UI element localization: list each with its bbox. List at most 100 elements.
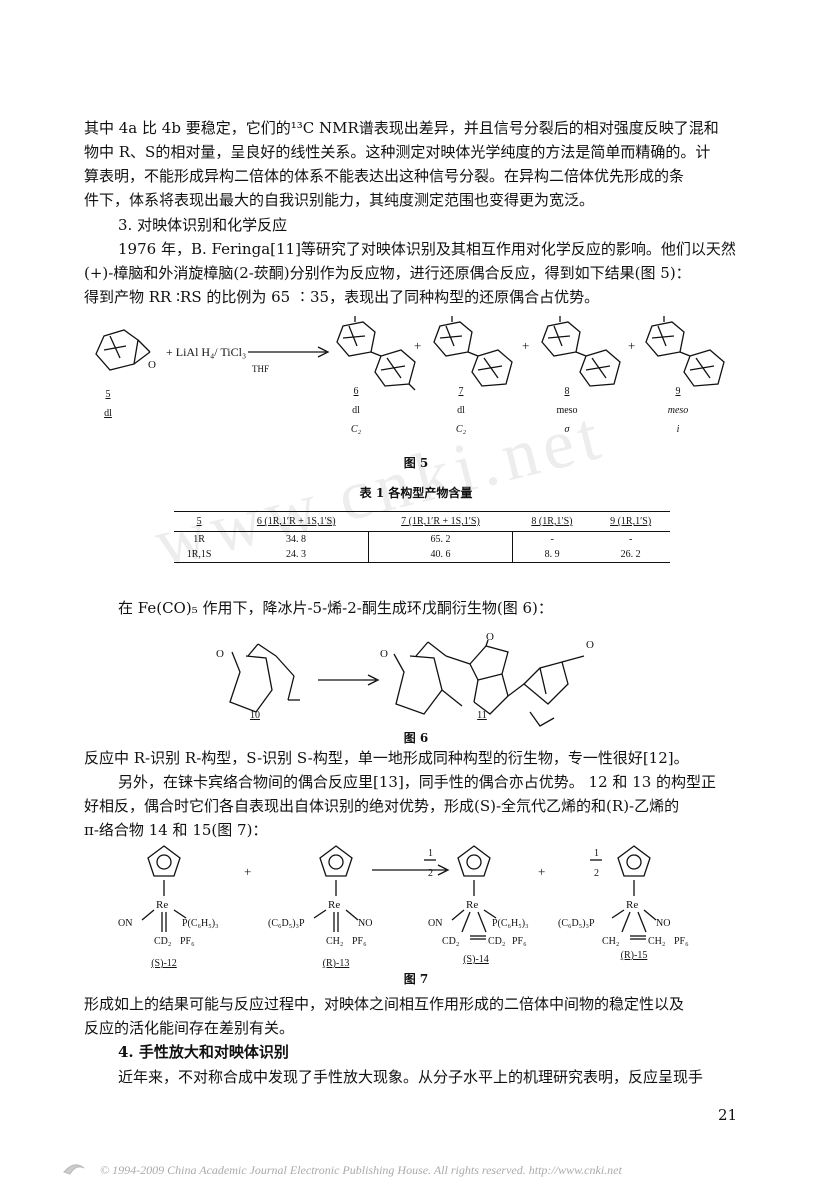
figure6-o-b: O — [486, 631, 494, 643]
svg-text:CD₂: CD₂ — [442, 936, 459, 947]
para7-line1: 近年来，不对称合成中发现了手性放大现象。从分子水平上的机理研究表明，反应呈现手 — [118, 1068, 704, 1086]
norbornenone-structure — [229, 643, 300, 713]
col-header: 6 (1R,1′R + 1S,1′S) — [224, 511, 369, 532]
solvent-text: THF — [252, 364, 269, 374]
compound-7-form: dl — [457, 405, 465, 416]
plus-sign: + — [522, 338, 529, 353]
col-header: 9 (1R,1′S) — [591, 511, 670, 532]
plus-sign: + — [414, 338, 421, 353]
table-cell: 65. 2 — [367, 531, 513, 547]
compound-7-number: 7 — [458, 386, 464, 397]
table-cell: 8. 9 — [512, 547, 592, 563]
svg-text:(C₆D₅)₃P: (C₆D₅)₃P — [558, 918, 595, 929]
table1: 5 6 (1R,1′R + 1S,1′S) 7 (1R,1′R + 1S,1′S… — [174, 511, 670, 563]
dimer-9 — [645, 316, 725, 387]
para5-line2: 好相反，偶合时它们各自表现出自体识别的绝对优势，形成(S)-全氘代乙烯的和(R)… — [84, 797, 680, 815]
para5-line3: π-络合物 14 和 15(图 7)： — [84, 821, 268, 839]
svg-text:Re: Re — [328, 899, 340, 911]
page-number: 21 — [718, 1106, 738, 1124]
svg-text:ON: ON — [428, 918, 442, 929]
label-14: (S)-14 — [463, 954, 489, 965]
para4: 反应中 R-识别 R-构型，S-识别 S-构型，单一地形成同种构型的衍生物，专一… — [84, 749, 689, 767]
svg-text:CD₂: CD₂ — [154, 936, 171, 947]
compound-8-symmetry: σ — [564, 424, 570, 435]
para1-line3: 算表明，不能形成异构二倍体的体系不能表达出这种信号分裂。在异构二倍体优先形成的条 — [84, 167, 685, 185]
compound-6-number: 6 — [353, 386, 359, 397]
compound-6-form: dl — [352, 405, 360, 416]
label-15: (R)-15 — [620, 950, 648, 961]
complex-13: Re (C₆D₅)₃P NO CH₂ PF₆ — [268, 845, 372, 947]
table1-caption: 表 1 各构型产物含量 — [359, 486, 473, 500]
svg-text:+: + — [244, 864, 251, 879]
svg-text:Re: Re — [626, 899, 638, 911]
footer-copyright: © 1994-2009 China Academic Journal Elect… — [100, 1163, 622, 1177]
figure5-caption: 图 5 — [403, 456, 429, 470]
compound-10-number: 10 — [250, 710, 260, 721]
compound-7-symmetry: C₂ — [455, 424, 467, 435]
table-cell: 40. 6 — [367, 547, 513, 563]
svg-text:PF₆: PF₆ — [352, 936, 367, 947]
compound-6-symmetry: C₂ — [350, 424, 362, 435]
table-cell: 1R,1S — [174, 547, 225, 563]
section4-heading: 4. 手性放大和对映体识别 — [118, 1043, 289, 1061]
table-header-row: 5 6 (1R,1′R + 1S,1′S) 7 (1R,1′R + 1S,1′S… — [174, 511, 670, 532]
compound-8-number: 8 — [564, 386, 570, 397]
svg-text:P(C₆H₅)₃: P(C₆H₅)₃ — [492, 918, 529, 929]
label-13: (R)-13 — [322, 958, 350, 969]
compound-9-symmetry: i — [676, 424, 680, 435]
complex-14: Re ON P(C₆H₅)₃ CD₂ CD₂ PF₆ — [428, 845, 529, 947]
svg-text:1: 1 — [594, 848, 599, 859]
svg-text:Re: Re — [156, 899, 168, 911]
col-header: 5 — [174, 511, 225, 532]
svg-text:CD₂: CD₂ — [488, 936, 505, 947]
svg-text:CH₂: CH₂ — [602, 936, 619, 947]
svg-text:ON: ON — [118, 918, 132, 929]
table-cell: - — [628, 534, 633, 545]
compound-9-form: meso — [667, 405, 689, 416]
label-12: (S)-12 — [151, 958, 177, 969]
col-header: 7 (1R,1′R + 1S,1′S) — [368, 511, 513, 532]
compound-8-form: meso — [556, 405, 578, 416]
svg-text:PF₆: PF₆ — [674, 936, 689, 947]
camphor-structure — [95, 329, 151, 371]
carbonyl-o: O — [148, 359, 156, 371]
para6-line2: 反应的活化能间存在差别有关。 — [84, 1019, 295, 1037]
para1-line1: 其中 4a 比 4b 要稳定，它们的¹³C NMR谱表现出差异，并且信号分裂后的… — [84, 119, 719, 137]
svg-text:2: 2 — [594, 868, 599, 879]
svg-text:PF₆: PF₆ — [180, 936, 195, 947]
svg-text:(C₆D₅)₃P: (C₆D₅)₃P — [268, 918, 305, 929]
svg-text:2: 2 — [428, 868, 433, 879]
dimer-7 — [433, 316, 513, 387]
svg-text:PF₆: PF₆ — [512, 936, 527, 947]
figure7-caption: 图 7 — [403, 972, 429, 986]
figure5-scheme: O + LiAl H₄/ TiCl₃ THF + + + — [95, 316, 725, 391]
figure6-caption: 图 6 — [403, 731, 429, 745]
compound-5-number: 5 — [105, 389, 111, 400]
dimer-8 — [541, 316, 621, 387]
section3-heading: 3. 对映体识别和化学反应 — [118, 216, 288, 234]
complex-15: Re (C₆D₅)₃P NO CH₂ CH₂ PF₆ — [558, 845, 689, 947]
table-cell: 26. 2 — [591, 547, 670, 563]
para5-line1: 另外，在铼卡宾络合物间的偶合反应里[13]，同手性的偶合亦占优势。 12 和 1… — [118, 773, 717, 791]
para6-line1: 形成如上的结果可能与反应过程中，对映体之间相互作用形成的二倍体中间物的稳定性以及 — [84, 995, 685, 1013]
dimer-11-structure — [393, 639, 585, 727]
figure6-o-left: O — [216, 648, 224, 660]
svg-text:1: 1 — [428, 848, 433, 859]
svg-text:CH₂: CH₂ — [326, 936, 343, 947]
para2-line1: 1976 年，B. Feringa[11]等研究了对映体识别及其相互作用对化学反… — [118, 240, 736, 258]
svg-text:NO: NO — [358, 918, 372, 929]
table-cell: 34. 8 — [286, 534, 306, 545]
para1-line2: 物中 R、S的相对量，呈良好的线性关系。这种测定对映体光学纯度的方法是简单而精确… — [84, 143, 711, 161]
svg-text:Re: Re — [466, 899, 478, 911]
para2-line3: 得到产物 RR ∶RS 的比例为 65 ∶35，表现出了同种构型的还原偶合占优势… — [84, 288, 600, 306]
figure7-scheme: Re ON P(C₆H₅)₃ CD₂ PF₆ + Re (C₆D₅)₃P NO … — [118, 845, 689, 947]
figure6-o-c: O — [586, 639, 594, 651]
table-row: 1R,1S 24. 3 40. 6 8. 9 26. 2 — [174, 547, 670, 563]
complex-12: Re ON P(C₆H₅)₃ CD₂ PF₆ — [118, 845, 219, 947]
svg-text:CH₂: CH₂ — [648, 936, 665, 947]
table-cell: 1R — [193, 534, 205, 545]
table-row: 1R 34. 8 65. 2 - - — [174, 531, 670, 547]
para1-line4: 件下，体系将表现出最大的自我识别能力，其纯度测定范围也变得更为宽泛。 — [84, 191, 595, 209]
figure6-o-a: O — [380, 648, 388, 660]
para2-line2: (+)-樟脑和外消旋樟脑(2-莰酮)分别作为反应物，进行还原偶合反应，得到如下结… — [84, 264, 691, 282]
